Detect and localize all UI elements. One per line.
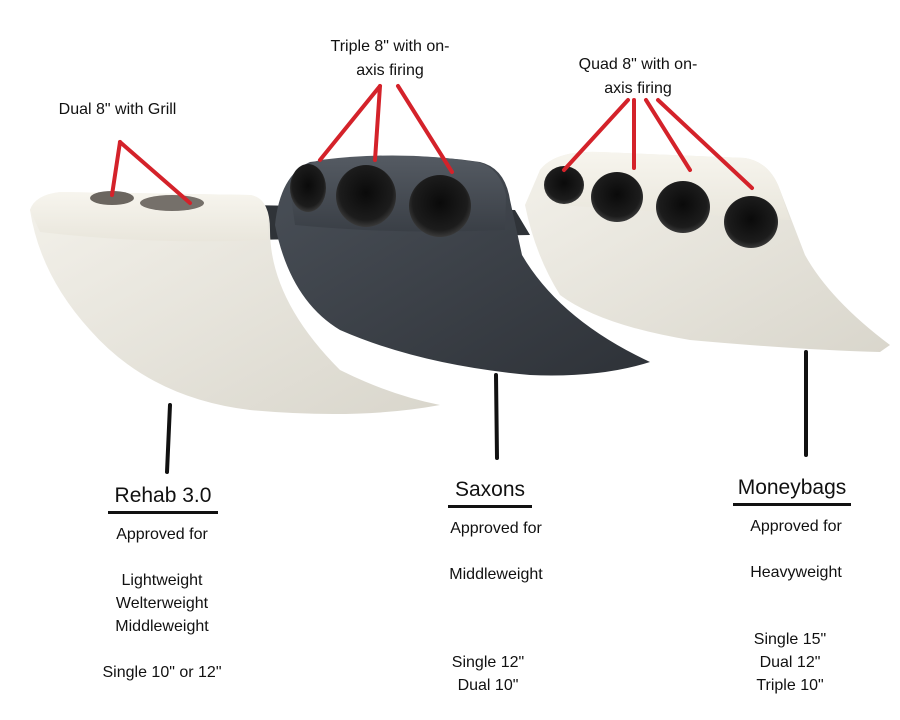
moneybags-callout-label-line2: axis firing [604, 80, 672, 97]
speaker-hole-1 [90, 191, 134, 205]
weight-class: Heavyweight [750, 564, 842, 581]
approved-label: Approved for [450, 520, 542, 537]
approved-label: Approved for [116, 526, 208, 543]
callout-lines [110, 84, 754, 205]
speaker-hole-1 [290, 164, 326, 212]
pointer-lines [165, 350, 808, 474]
moneybags-tower [525, 151, 890, 352]
weight-class: Middleweight [115, 618, 209, 635]
speaker-hole-4 [724, 196, 778, 248]
saxons-callout-label-line1: Triple 8" with on- [330, 38, 450, 55]
approved-label: Approved for [750, 518, 842, 535]
product-title-moneybags: Moneybags [733, 476, 851, 506]
speaker-hole-3 [656, 181, 710, 233]
saxons-callout-label-line2: axis firing [356, 62, 424, 79]
rehab-callout-label: Dual 8" with Grill [58, 101, 177, 118]
speaker-hole-3 [409, 175, 471, 237]
subwoofer-size: Single 15" [753, 631, 827, 648]
product-title-saxons: Saxons [448, 478, 532, 508]
speaker-hole-2 [140, 195, 204, 211]
moneybags-callout-label-line1: Quad 8" with on- [578, 56, 698, 73]
speaker-hole-2 [336, 165, 396, 227]
product-title-rehab: Rehab 3.0 [108, 484, 218, 514]
weight-class: Lightweight [121, 572, 203, 589]
subwoofer-size: Dual 12" [759, 654, 821, 671]
weight-class: Middleweight [449, 566, 543, 583]
weight-class: Welterweight [115, 595, 209, 612]
speaker-hole-1 [544, 166, 584, 204]
subwoofer-size: Single 10" or 12" [102, 664, 222, 681]
subwoofer-size: Single 12" [451, 654, 525, 671]
speaker-hole-2 [591, 172, 643, 222]
subwoofer-size: Triple 10" [756, 677, 824, 694]
saxons-tower [250, 155, 650, 376]
subwoofer-size: Dual 10" [457, 677, 519, 694]
